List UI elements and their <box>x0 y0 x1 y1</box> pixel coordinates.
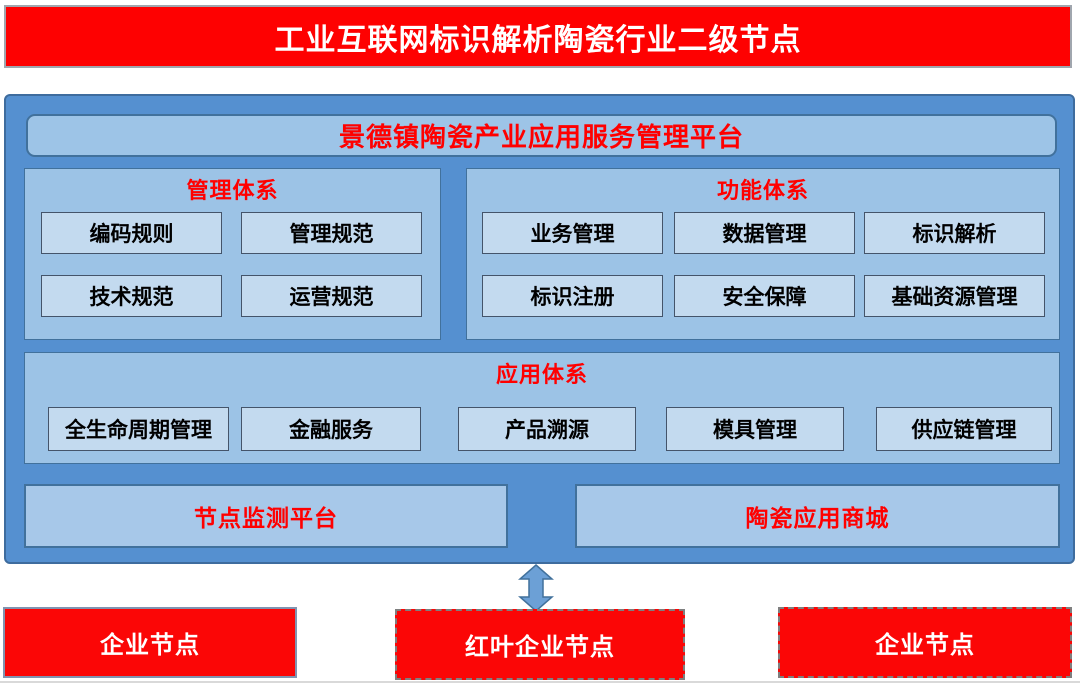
function-item-id-resolution: 标识解析 <box>864 212 1045 254</box>
application-item-mold-management: 模具管理 <box>666 407 844 451</box>
enterprise-node-right-label: 企业节点 <box>875 632 975 659</box>
double-arrow-icon <box>518 564 554 612</box>
function-panel-title: 功能体系 <box>716 178 809 203</box>
management-panel: 管理体系 编码规则 管理规范 技术规范 运营规范 <box>24 168 441 340</box>
management-panel-title: 管理体系 <box>186 178 279 203</box>
management-item-management-spec: 管理规范 <box>241 212 422 254</box>
management-item-technical-spec: 技术规范 <box>41 275 222 317</box>
application-item-financial-services: 金融服务 <box>241 407 421 451</box>
enterprise-node-left-label: 企业节点 <box>100 632 200 659</box>
function-item-security: 安全保障 <box>674 275 855 317</box>
enterprise-node-redleaf-label: 红叶企业节点 <box>465 634 615 661</box>
enterprise-node-right: 企业节点 <box>778 607 1072 678</box>
enterprise-node-redleaf: 红叶企业节点 <box>395 609 685 680</box>
function-item-data-management: 数据管理 <box>674 212 855 254</box>
platform-container: 景德镇陶瓷产业应用服务管理平台 管理体系 编码规则 管理规范 技术规范 运营规范… <box>4 94 1075 564</box>
function-item-business-management: 业务管理 <box>482 212 663 254</box>
ceramic-app-mall-bar: 陶瓷应用商城 <box>575 484 1060 548</box>
platform-header: 景德镇陶瓷产业应用服务管理平台 <box>26 114 1057 157</box>
ceramic-app-mall-label: 陶瓷应用商城 <box>745 505 890 531</box>
application-panel: 应用体系 全生命周期管理 金融服务 产品溯源 模具管理 供应链管理 <box>24 352 1060 464</box>
platform-title: 景德镇陶瓷产业应用服务管理平台 <box>338 122 744 152</box>
management-item-operation-spec: 运营规范 <box>241 275 422 317</box>
enterprise-node-left: 企业节点 <box>3 607 297 678</box>
application-item-product-traceability: 产品溯源 <box>458 407 636 451</box>
node-monitor-platform-label: 节点监测平台 <box>194 505 338 531</box>
top-banner: 工业互联网标识解析陶瓷行业二级节点 <box>4 5 1072 68</box>
function-item-id-registration: 标识注册 <box>482 275 663 317</box>
application-panel-title: 应用体系 <box>495 362 588 387</box>
function-panel: 功能体系 业务管理 数据管理 标识解析 标识注册 安全保障 基础资源管理 <box>466 168 1060 340</box>
function-item-basic-resource-management: 基础资源管理 <box>864 275 1045 317</box>
top-banner-title: 工业互联网标识解析陶瓷行业二级节点 <box>274 23 802 57</box>
application-item-supply-chain-management: 供应链管理 <box>876 407 1052 451</box>
application-item-lifecycle-management: 全生命周期管理 <box>48 407 229 451</box>
node-monitor-platform-bar: 节点监测平台 <box>24 484 508 548</box>
management-item-coding-rules: 编码规则 <box>41 212 222 254</box>
